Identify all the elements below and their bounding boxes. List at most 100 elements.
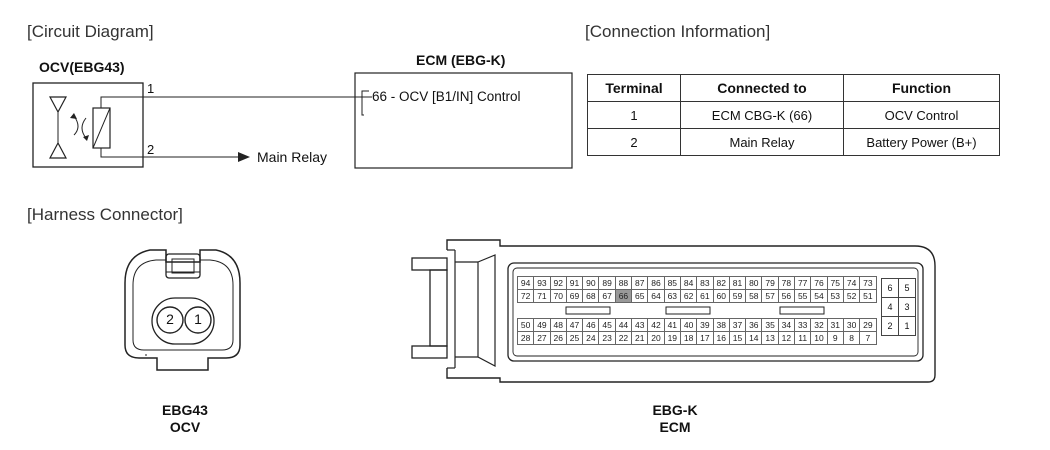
ecm-connector-shape — [411, 239, 936, 383]
ecm-pin-79: 79 — [761, 276, 779, 290]
ocv-connector-shape — [124, 249, 241, 371]
ecm-pin-10: 10 — [810, 331, 828, 345]
ecm-pin-69: 69 — [565, 289, 584, 303]
header-function: Function — [843, 74, 1000, 102]
ecm-pin-72: 72 — [516, 289, 535, 303]
pin-2-label: 2 — [147, 142, 155, 157]
ecm-pin-33: 33 — [794, 318, 812, 332]
ecm-pin-34: 34 — [777, 318, 796, 332]
ecm-pin-48: 48 — [549, 318, 567, 332]
ecm-pin-36: 36 — [745, 318, 763, 332]
header-terminal: Terminal — [587, 74, 681, 102]
ecm-pin-26: 26 — [549, 331, 567, 345]
table-cell: ECM CBG-K (66) — [680, 101, 844, 129]
table-row: 1 ECM CBG-K (66) OCV Control — [587, 101, 1000, 129]
ecm-small-pin-5: 5 — [898, 278, 916, 298]
ecm-connector-caption: EBG-K ECM — [630, 402, 720, 436]
ocv-connector-caption: EBG43 OCV — [140, 402, 230, 436]
ecm-pin-87: 87 — [631, 276, 649, 290]
table-row: 2 Main Relay Battery Power (B+) — [587, 128, 1000, 156]
ecm-pin-70: 70 — [549, 289, 567, 303]
ecm-pin-9: 9 — [826, 331, 844, 345]
ecm-pin-56: 56 — [777, 289, 796, 303]
ecm-pin-65: 65 — [631, 289, 649, 303]
ecm-pin-12: 12 — [777, 331, 796, 345]
ecm-pin-15: 15 — [728, 331, 747, 345]
ecm-pin-16: 16 — [712, 331, 730, 345]
ecm-pin-93: 93 — [533, 276, 551, 290]
ecm-pin-38: 38 — [712, 318, 730, 332]
ecm-pin-31: 31 — [826, 318, 844, 332]
ecm-pin-20: 20 — [647, 331, 665, 345]
ocv-pin-1-label: 1 — [194, 311, 202, 327]
ecm-pin-89: 89 — [598, 276, 616, 290]
table-header-row: Terminal Connected to Function — [587, 74, 1000, 102]
ocv-pin-2 — [156, 306, 184, 334]
ecm-pin-52: 52 — [842, 289, 861, 303]
main-relay-label: Main Relay — [257, 149, 328, 165]
arrow-main-relay — [238, 152, 250, 162]
ecm-pin-35: 35 — [761, 318, 779, 332]
ecm-pin-91: 91 — [565, 276, 584, 290]
ecm-pin-64: 64 — [647, 289, 665, 303]
ecm-pin-66: 66 — [614, 289, 633, 303]
ecm-pin-58: 58 — [745, 289, 763, 303]
ecm-pin-81: 81 — [728, 276, 747, 290]
ecm-pin-8: 8 — [842, 331, 861, 345]
ecm-small-pin-1: 1 — [898, 316, 916, 336]
ecm-box — [354, 72, 573, 169]
ecm-pin-94: 94 — [516, 276, 535, 290]
ecm-pin-74: 74 — [842, 276, 861, 290]
ecm-pin-49: 49 — [533, 318, 551, 332]
ocv-caption-code: EBG43 — [162, 402, 208, 418]
harness-connector-title: [Harness Connector] — [27, 205, 183, 224]
ecm-pin-50: 50 — [516, 318, 535, 332]
ecm-pin-25: 25 — [565, 331, 584, 345]
ocv-box — [32, 82, 144, 168]
ecm-pin-24: 24 — [582, 331, 600, 345]
ecm-pin-62: 62 — [679, 289, 698, 303]
ecm-pin-84: 84 — [679, 276, 698, 290]
ecm-pin-47: 47 — [565, 318, 584, 332]
ecm-pin-83: 83 — [696, 276, 714, 290]
ecm-pin-46: 46 — [582, 318, 600, 332]
ecm-pin-63: 63 — [663, 289, 681, 303]
ecm-pin-text: 66 - OCV [B1/IN] Control — [372, 89, 521, 104]
ecm-pin-28: 28 — [516, 331, 535, 345]
circuit-diagram-title: [Circuit Diagram] — [27, 22, 154, 41]
ocv-caption-name: OCV — [169, 419, 201, 435]
ecm-pin-44: 44 — [614, 318, 633, 332]
ecm-pin-27: 27 — [533, 331, 551, 345]
ecm-pin-86: 86 — [647, 276, 665, 290]
pin-1-label: 1 — [147, 81, 155, 96]
ocv-label: OCV(EBG43) — [39, 59, 125, 75]
ecm-pin-42: 42 — [647, 318, 665, 332]
ecm-pin-85: 85 — [663, 276, 681, 290]
header-connected-to: Connected to — [680, 74, 844, 102]
ecm-pin-82: 82 — [712, 276, 730, 290]
ecm-label: ECM (EBG-K) — [416, 52, 506, 68]
ecm-pin-88: 88 — [614, 276, 633, 290]
ecm-pin-14: 14 — [745, 331, 763, 345]
ecm-pin-37: 37 — [728, 318, 747, 332]
ecm-pin-18: 18 — [679, 331, 698, 345]
ecm-pin-11: 11 — [794, 331, 812, 345]
ecm-pin-21: 21 — [631, 331, 649, 345]
ecm-small-pin-4: 4 — [881, 297, 899, 317]
ecm-pin-23: 23 — [598, 331, 616, 345]
ecm-pin-75: 75 — [826, 276, 844, 290]
ecm-pin-32: 32 — [810, 318, 828, 332]
ecm-pin-61: 61 — [696, 289, 714, 303]
ecm-pin-90: 90 — [582, 276, 600, 290]
ecm-pin-45: 45 — [598, 318, 616, 332]
ecm-pin-29: 29 — [859, 318, 877, 332]
table-cell: Main Relay — [680, 128, 844, 156]
ecm-pin-19: 19 — [663, 331, 681, 345]
ecm-pin-30: 30 — [842, 318, 861, 332]
